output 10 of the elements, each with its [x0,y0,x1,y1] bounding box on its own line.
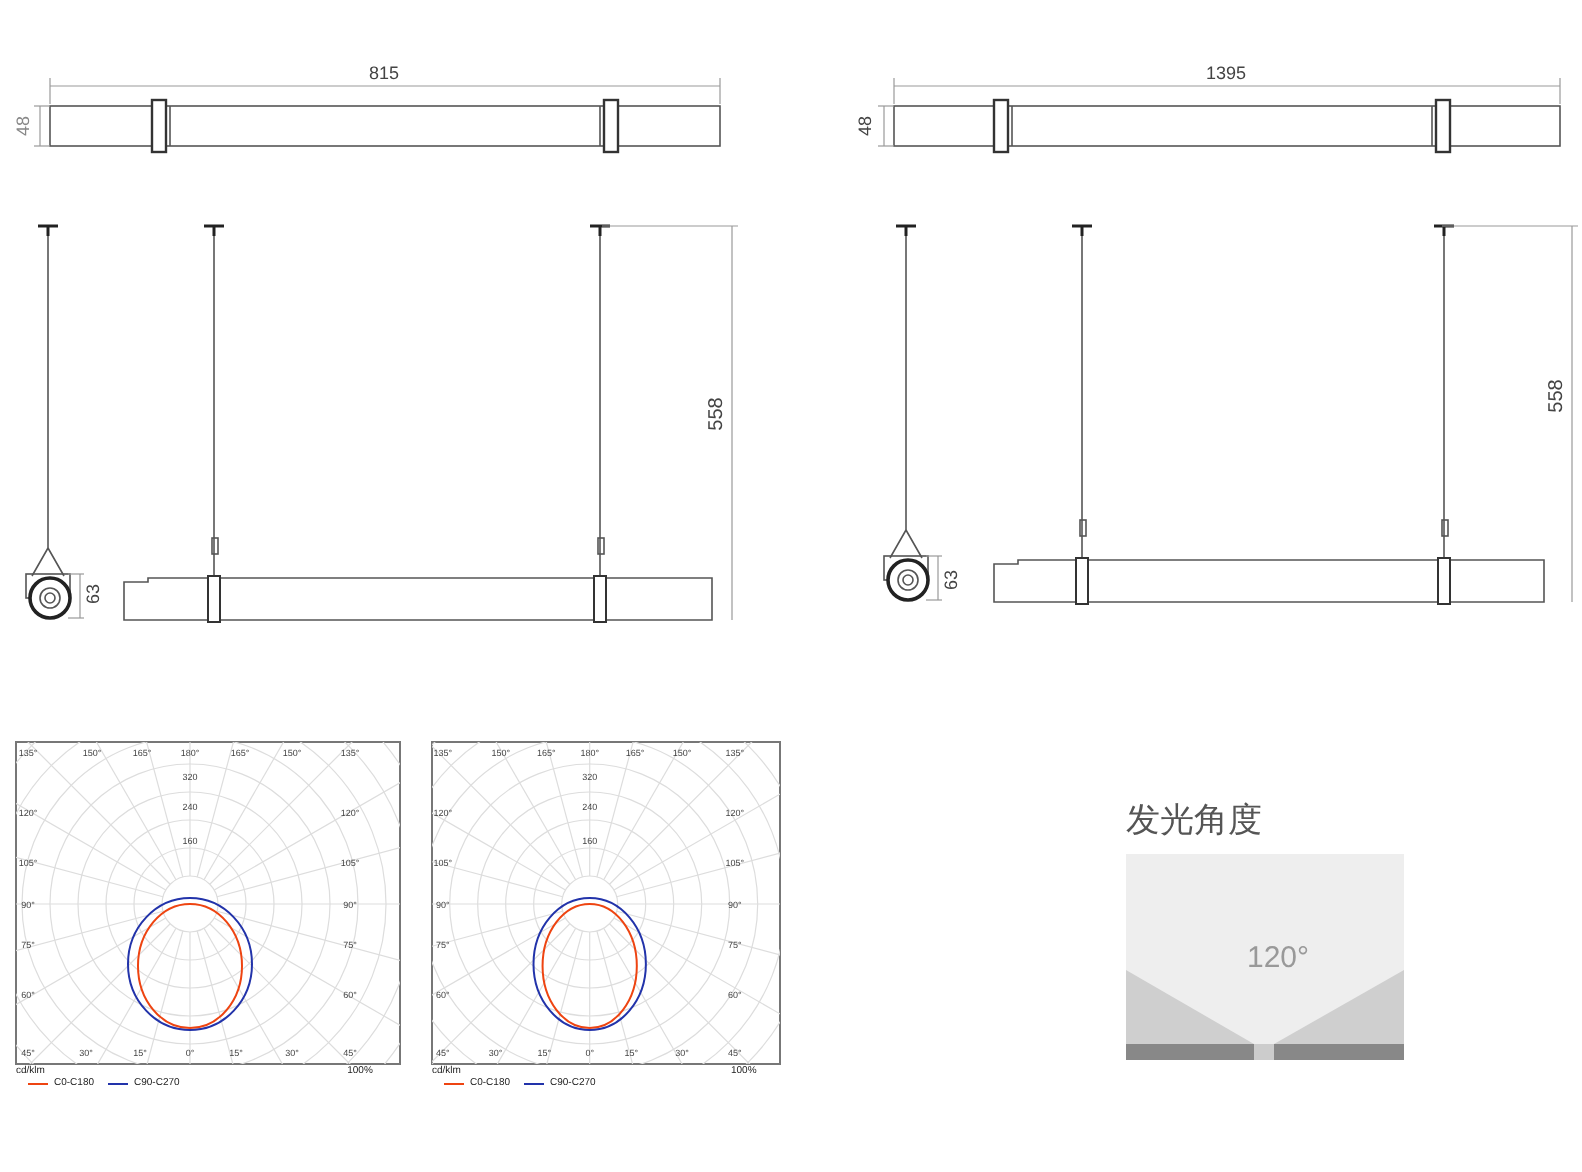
dimension-label: 48 [857,116,875,136]
dimension-label: 558 [708,397,728,431]
dimension-label: 815 [368,65,400,83]
dimension-label: 63 [85,584,103,604]
angle-value: 120° [1246,943,1310,973]
dimension-label: 63 [943,570,961,590]
dimension-label: 48 [15,116,33,136]
dimension-label: 558 [1548,379,1568,413]
dimension-label: 1395 [1205,65,1247,83]
panel-heading: 发光角度 [1126,803,1262,837]
